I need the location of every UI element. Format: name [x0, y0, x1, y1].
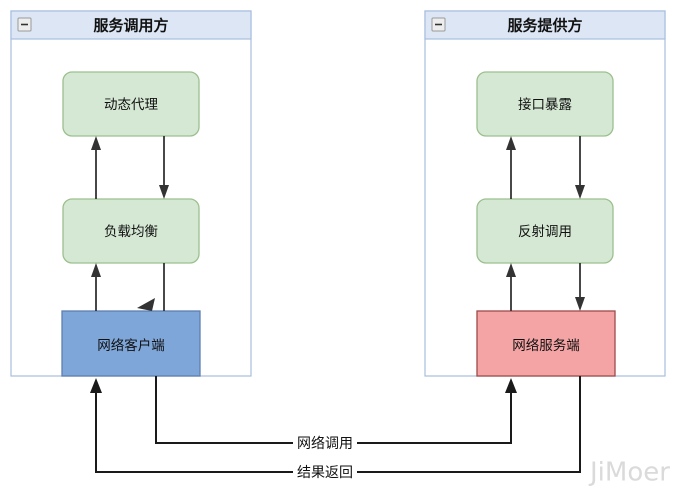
pool-provider-header	[424, 10, 666, 40]
edge-network-server-to-reflect-invoke	[506, 263, 516, 311]
node-dynamic-proxy-label: 动态代理	[104, 97, 158, 113]
edge-dynamic-proxy-to-load-balance	[159, 136, 169, 199]
edge-network-client-to-load-balance	[91, 263, 101, 311]
edge-result-return-label-bg	[293, 461, 357, 483]
node-interface-expose[interactable]: 接口暴露	[476, 71, 614, 137]
edge-reflect-invoke-to-interface-expose	[506, 136, 516, 199]
edge-load-balance-to-network-client	[137, 263, 165, 311]
watermark: JiMoer	[588, 458, 670, 488]
node-network-client[interactable]: 网络客户端	[61, 310, 201, 377]
pool-consumer-title: 服务调用方	[93, 17, 168, 35]
node-reflect-invoke-shape	[476, 198, 614, 264]
node-interface-expose-label: 接口暴露	[518, 96, 572, 113]
collapse-icon[interactable]	[431, 17, 446, 32]
node-network-server-label: 网络服务端	[512, 338, 580, 354]
node-reflect-invoke[interactable]: 反射调用	[476, 198, 614, 264]
edge-network-call-label-bg	[293, 432, 357, 454]
node-interface-expose-shape	[476, 71, 614, 137]
node-network-server[interactable]: 网络服务端	[476, 310, 616, 377]
pool-consumer[interactable]: 服务调用方 动态代理 负载均衡 网络客户端	[10, 10, 252, 377]
edge-network-call-label: 网络调用	[297, 436, 353, 452]
edge-result-return-label: 结果返回	[297, 465, 353, 481]
collapse-icon[interactable]	[17, 17, 32, 32]
edge-load-balance-to-dynamic-proxy	[91, 136, 101, 199]
pool-consumer-header	[10, 10, 252, 40]
edge-network-call: 网络调用	[155, 376, 517, 454]
node-dynamic-proxy-shape	[62, 71, 200, 137]
node-network-client-label: 网络客户端	[97, 337, 165, 354]
edge-reflect-invoke-to-network-server	[575, 263, 585, 311]
node-dynamic-proxy[interactable]: 动态代理	[62, 71, 200, 137]
pool-provider[interactable]: 服务提供方 接口暴露 反射调用 网络服务端	[424, 10, 666, 377]
pool-provider-title: 服务提供方	[507, 17, 582, 35]
node-reflect-invoke-label: 反射调用	[518, 224, 572, 240]
node-load-balance-label: 负载均衡	[104, 224, 158, 240]
node-network-client-shape	[61, 310, 201, 377]
edge-result-return: 结果返回	[90, 376, 581, 483]
node-load-balance-shape	[62, 198, 200, 264]
edge-interface-expose-to-reflect-invoke	[575, 136, 585, 199]
node-load-balance[interactable]: 负载均衡	[62, 198, 200, 264]
node-network-server-shape	[476, 310, 616, 377]
